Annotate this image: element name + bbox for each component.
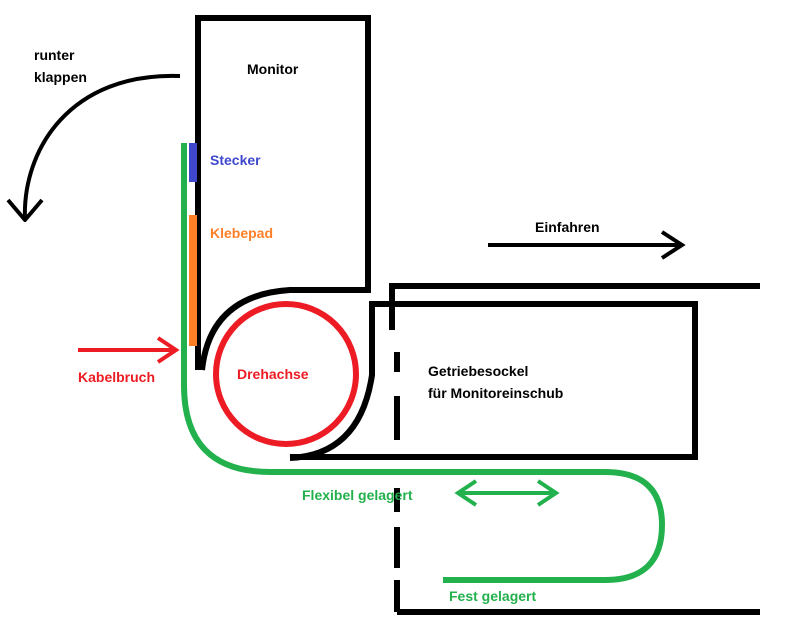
gear-base-label: Getriebesockel für Monitoreinschub bbox=[428, 363, 564, 401]
pivot-axis-circle bbox=[213, 301, 359, 447]
rotate-down-arrowhead bbox=[6, 198, 44, 222]
fixed-mount-label: Fest gelagert bbox=[449, 588, 537, 604]
slide-in-arrow bbox=[488, 230, 686, 260]
slide-track-top bbox=[389, 283, 760, 330]
flexible-double-arrow bbox=[454, 479, 560, 507]
flexible-mount-label: Flexibel gelagert bbox=[302, 487, 413, 503]
flex-cable bbox=[181, 143, 666, 583]
rotate-down-arrow bbox=[22, 73, 181, 221]
monitor-outline bbox=[195, 15, 371, 371]
adhesive-pad-label: Klebepad bbox=[210, 225, 274, 241]
monitor-label: Monitor bbox=[247, 61, 299, 77]
slide-in-label: Einfahren bbox=[535, 219, 600, 235]
pivot-axis-label: Drehachse bbox=[237, 366, 309, 382]
rotate-down-label: runter klappen bbox=[34, 47, 87, 85]
cable-break-arrow bbox=[78, 336, 180, 364]
connector-label: Stecker bbox=[210, 152, 261, 168]
cable-break-label: Kabelbruch bbox=[78, 369, 156, 385]
socket-arc bbox=[289, 301, 698, 461]
